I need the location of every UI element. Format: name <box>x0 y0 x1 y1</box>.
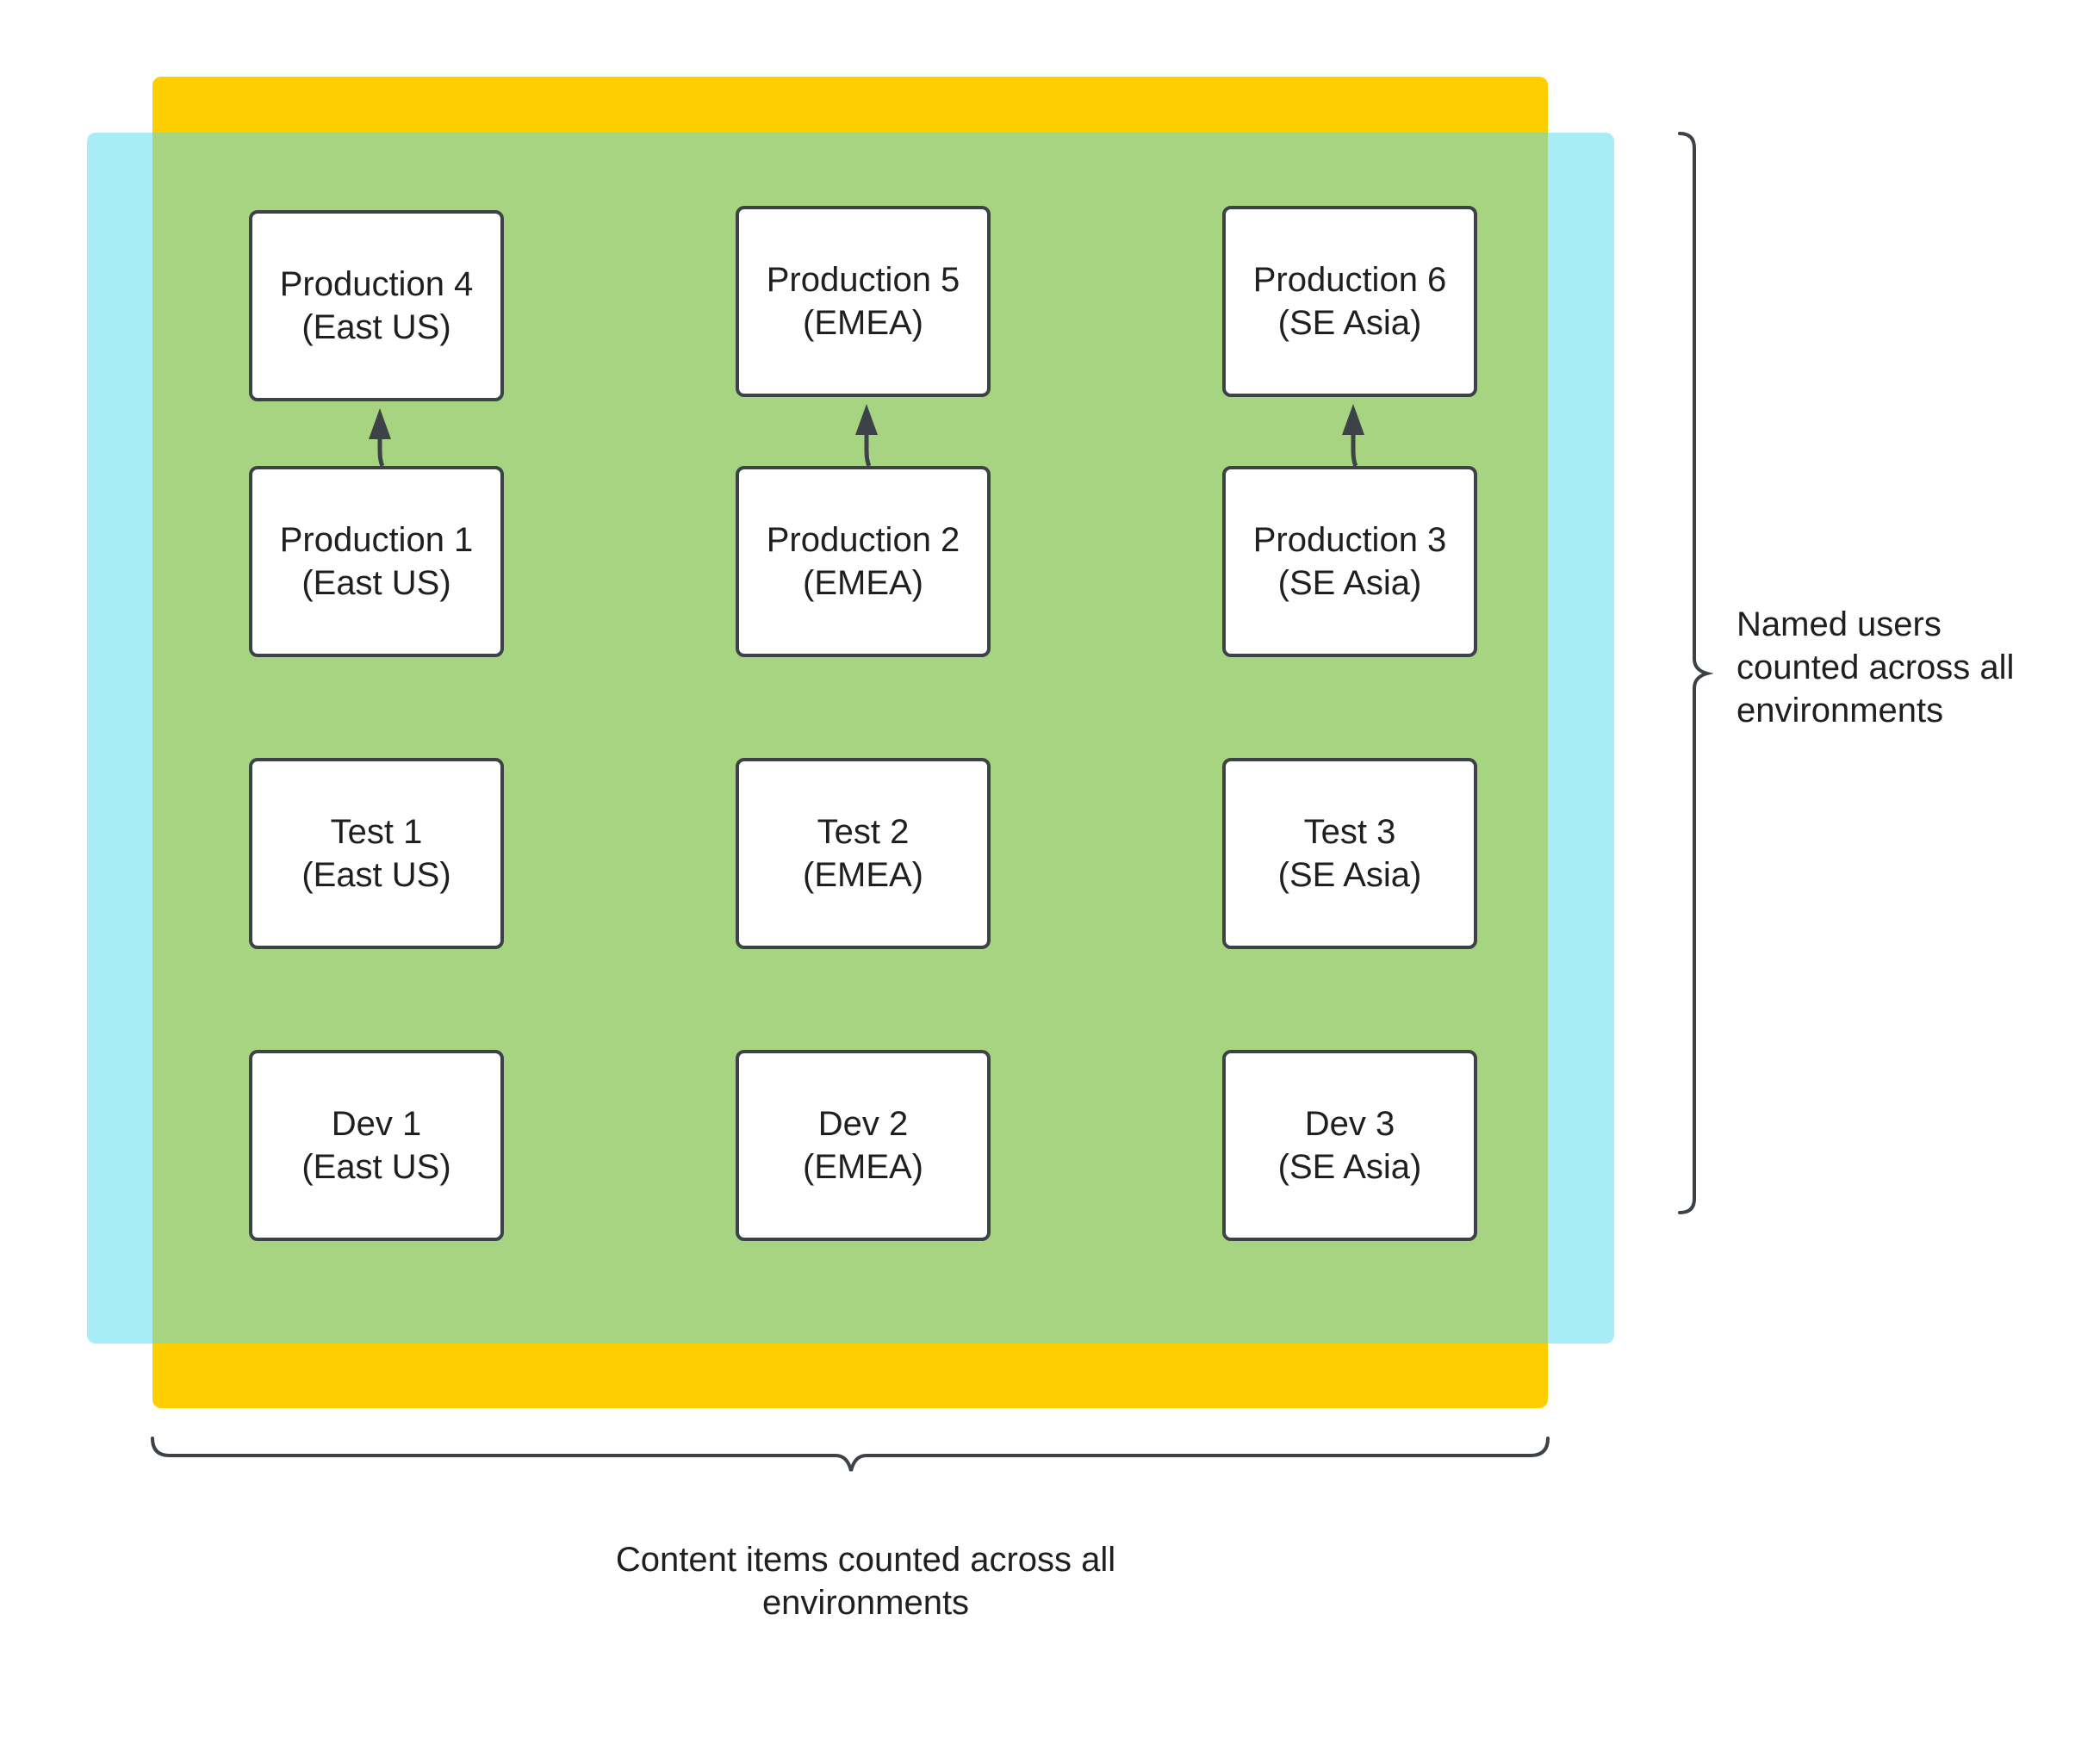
env-box-production-5: Production 5 (EMEA) <box>736 206 991 397</box>
named-users-label: Named users counted across all environme… <box>1737 603 2014 732</box>
env-box-dev-1: Dev 1 (East US) <box>249 1050 504 1241</box>
env-region: (East US) <box>301 308 451 346</box>
env-name: Dev 3 <box>1304 1105 1395 1143</box>
env-box-production-1: Production 1 (East US) <box>249 466 504 657</box>
named-users-label-line: environments <box>1737 692 1944 729</box>
env-region: (EMEA) <box>803 304 923 342</box>
env-region: (East US) <box>301 856 451 894</box>
env-region: (EMEA) <box>803 856 923 894</box>
content-items-label-line: environments <box>761 1584 970 1622</box>
env-name: Dev 2 <box>817 1105 909 1143</box>
env-region: (SE Asia) <box>1277 564 1422 602</box>
env-region: (EMEA) <box>803 1148 923 1186</box>
env-region: (SE Asia) <box>1277 304 1422 342</box>
right-brace <box>1678 132 1714 1214</box>
env-box-test-2: Test 2 (EMEA) <box>736 758 991 949</box>
env-region: (East US) <box>301 1148 451 1186</box>
connector-production-3-to-6 <box>1342 404 1364 468</box>
named-users-label-line: counted across all <box>1737 649 2015 686</box>
env-box-dev-3: Dev 3 (SE Asia) <box>1222 1050 1477 1241</box>
env-box-dev-2: Dev 2 (EMEA) <box>736 1050 991 1241</box>
env-region: (EMEA) <box>803 564 923 602</box>
env-name: Production 6 <box>1252 261 1447 299</box>
content-items-label: Content items counted across all environ… <box>551 1538 1180 1624</box>
connector-production-1-to-4 <box>369 408 391 468</box>
env-region: (SE Asia) <box>1277 1148 1422 1186</box>
connector-production-2-to-5 <box>855 404 878 468</box>
content-items-label-line: Content items counted across all <box>615 1541 1116 1579</box>
env-name: Test 3 <box>1303 813 1396 851</box>
env-name: Production 1 <box>279 521 474 559</box>
env-name: Production 2 <box>766 521 960 559</box>
env-name: Dev 1 <box>331 1105 422 1143</box>
env-region: (SE Asia) <box>1277 856 1422 894</box>
env-box-production-2: Production 2 (EMEA) <box>736 466 991 657</box>
env-region: (East US) <box>301 564 451 602</box>
env-name: Production 3 <box>1252 521 1447 559</box>
named-users-label-line: Named users <box>1737 605 1942 643</box>
env-box-production-3: Production 3 (SE Asia) <box>1222 466 1477 657</box>
env-box-production-4: Production 4 (East US) <box>249 210 504 401</box>
env-box-test-3: Test 3 (SE Asia) <box>1222 758 1477 949</box>
env-box-test-1: Test 1 (East US) <box>249 758 504 949</box>
bottom-brace <box>151 1437 1550 1472</box>
env-name: Production 4 <box>279 265 474 303</box>
env-box-production-6: Production 6 (SE Asia) <box>1222 206 1477 397</box>
env-name: Production 5 <box>766 261 960 299</box>
env-name: Test 1 <box>330 813 423 851</box>
env-name: Test 2 <box>817 813 910 851</box>
